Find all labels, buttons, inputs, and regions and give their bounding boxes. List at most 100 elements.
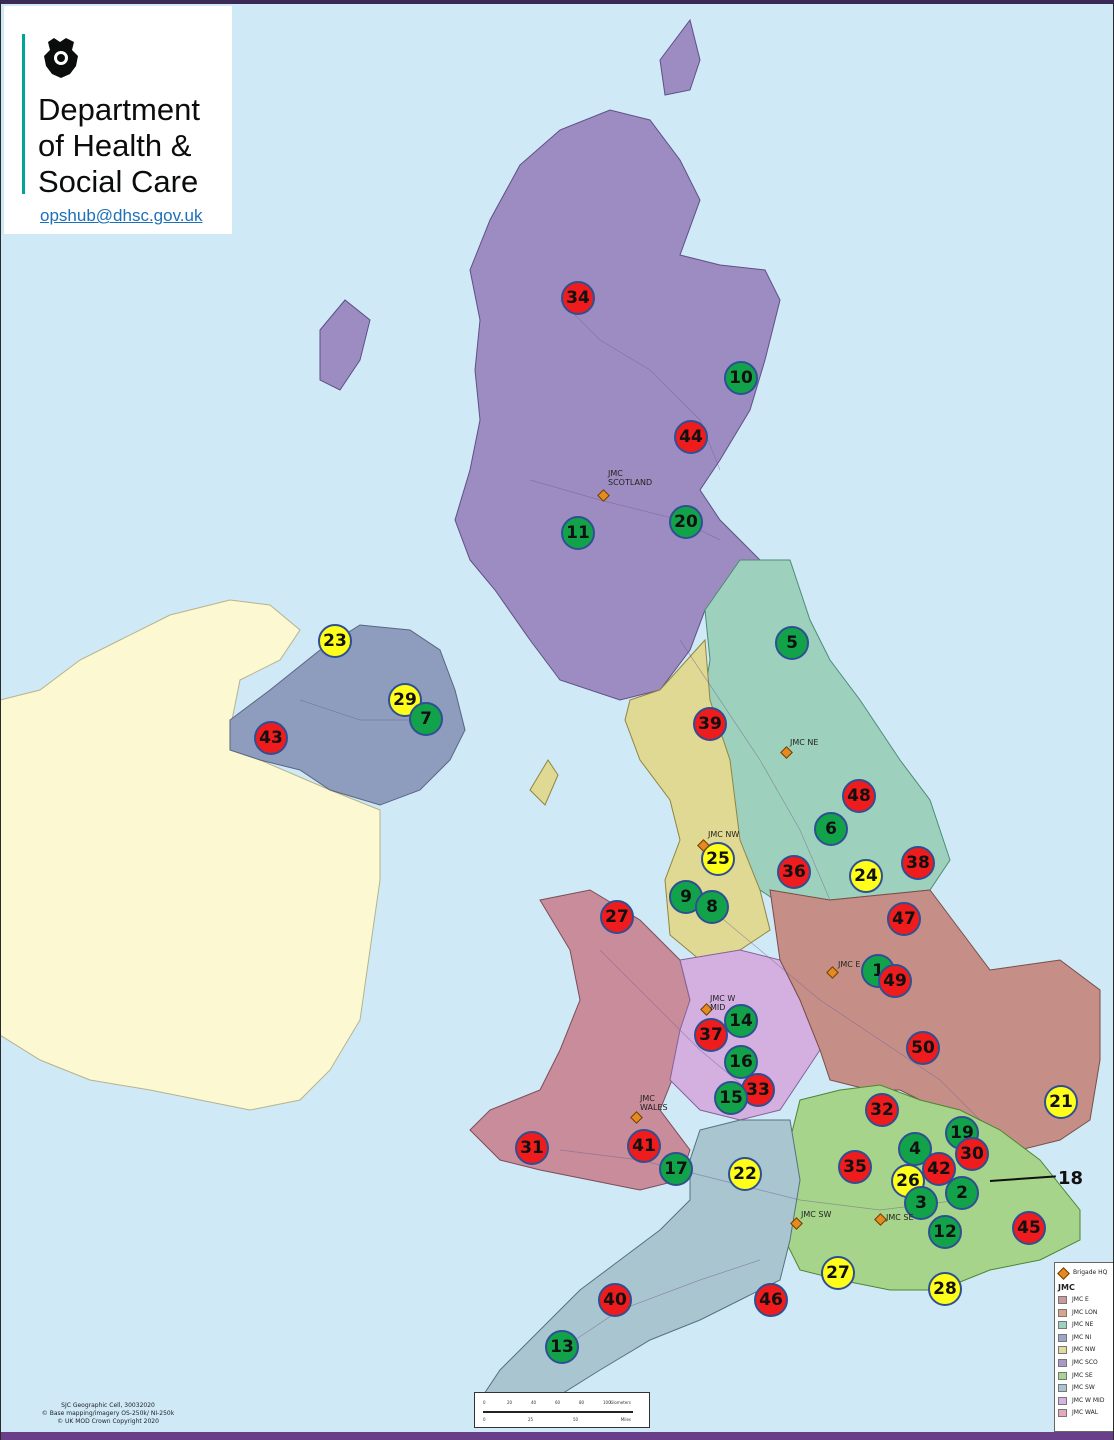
site-marker-20[interactable]: 20 — [669, 505, 703, 539]
region-east — [769, 889, 1101, 1151]
site-marker-21[interactable]: 21 — [1044, 1085, 1078, 1119]
site-marker-37[interactable]: 37 — [694, 1018, 728, 1052]
hq-label: JMC SCOTLAND — [608, 469, 653, 487]
site-marker-23[interactable]: 23 — [318, 624, 352, 658]
site-marker-5[interactable]: 5 — [775, 626, 809, 660]
site-marker-46[interactable]: 46 — [754, 1283, 788, 1317]
legend-label: JMC NE — [1072, 1321, 1094, 1329]
legend-label: JMC NI — [1072, 1333, 1092, 1341]
site-marker-12[interactable]: 12 — [928, 1215, 962, 1249]
brigade-hq-icon — [1057, 1267, 1070, 1280]
royal-crest-icon — [44, 38, 78, 78]
site-marker-29[interactable]: 29 — [388, 683, 422, 717]
site-marker-35[interactable]: 35 — [838, 1150, 872, 1184]
map-legend: Brigade HQ JMC JMC E JMC LON JMC NE JMC NI J… — [1054, 1262, 1114, 1432]
scale-tick: 50 — [573, 1417, 579, 1422]
site-marker-24[interactable]: 24 — [849, 859, 883, 893]
hq-label: JMC WALES — [640, 1094, 668, 1112]
site-marker-30[interactable]: 30 — [955, 1137, 989, 1171]
legend-label: JMC WAL — [1072, 1409, 1099, 1417]
site-marker-40[interactable]: 40 — [598, 1283, 632, 1317]
ops-hub-email-link[interactable]: opshub@dhsc.gov.uk — [40, 206, 203, 225]
scale-tick: 20 — [507, 1400, 513, 1405]
credit-line-1: SJC Geographic Cell, 30032020 — [61, 1402, 155, 1409]
site-marker-28[interactable]: 28 — [928, 1272, 962, 1306]
site-marker-44[interactable]: 44 — [674, 420, 708, 454]
km-unit: Kilometers — [609, 1400, 631, 1405]
site-marker-17[interactable]: 17 — [659, 1152, 693, 1186]
scale-tick: 100 — [603, 1400, 611, 1405]
region-scotland-islands-north — [659, 18, 701, 96]
site-marker-22[interactable]: 22 — [728, 1157, 762, 1191]
site-marker-43[interactable]: 43 — [254, 721, 288, 755]
region-scotland-islands — [319, 299, 371, 391]
legend-label: JMC NW — [1072, 1346, 1096, 1354]
logo-accent-rule — [22, 34, 25, 194]
site-marker-50[interactable]: 50 — [906, 1031, 940, 1065]
site-marker-27[interactable]: 27 — [600, 900, 634, 934]
site-marker-25[interactable]: 25 — [701, 842, 735, 876]
site-marker-10[interactable]: 10 — [724, 361, 758, 395]
credit-line-2: © Base mapping/imagery OS-250k/ NI-250k — [41, 1410, 175, 1417]
department-name-line-3: Social Care — [38, 164, 199, 199]
site-marker-41[interactable]: 41 — [627, 1129, 661, 1163]
legend-swatch — [1058, 1396, 1067, 1405]
department-name: Department of Health & Social Care — [38, 92, 228, 200]
legend-swatch — [1058, 1296, 1067, 1304]
site-marker-11[interactable]: 11 — [561, 516, 595, 550]
legend-title: JMC — [1058, 1283, 1075, 1292]
hq-label: JMC W MID — [710, 994, 736, 1012]
scale-tick: 80 — [579, 1400, 585, 1405]
site-marker-6[interactable]: 6 — [814, 812, 848, 846]
hq-label: JMC SE — [886, 1213, 914, 1222]
site-marker-8[interactable]: 8 — [695, 890, 729, 924]
site-marker-34[interactable]: 34 — [561, 281, 595, 315]
site-marker-38[interactable]: 38 — [901, 846, 935, 880]
legend-swatch — [1058, 1384, 1067, 1393]
hq-label: JMC NW — [708, 830, 740, 839]
site-marker-48[interactable]: 48 — [842, 779, 876, 813]
site-marker-7[interactable]: 7 — [409, 702, 443, 736]
legend-label: JMC LON — [1072, 1308, 1098, 1316]
scale-tick: 60 — [555, 1400, 561, 1405]
bottom-strip — [0, 1432, 1114, 1440]
legend-hq-label: Brigade HQ — [1073, 1269, 1108, 1276]
mile-unit: Miles — [620, 1417, 631, 1422]
callout-label-18: 18 — [1058, 1168, 1084, 1189]
site-marker-32[interactable]: 32 — [865, 1093, 899, 1127]
hq-label: JMC NE — [790, 738, 819, 747]
department-name-line-2: of Health & — [38, 128, 192, 163]
legend-label: JMC E — [1072, 1296, 1089, 1303]
site-marker-27[interactable]: 27 — [821, 1256, 855, 1290]
scale-tick: 25 — [528, 1417, 534, 1422]
site-marker-45[interactable]: 45 — [1012, 1211, 1046, 1245]
scale-tick: 0 — [483, 1400, 486, 1405]
site-marker-2[interactable]: 2 — [945, 1176, 979, 1210]
scale-bar-line — [483, 1411, 633, 1413]
hq-label: JMC SW — [801, 1210, 832, 1219]
map-credits: SJC Geographic Cell, 30032020 © Base map… — [18, 1402, 198, 1426]
legend-swatch — [1058, 1358, 1067, 1367]
legend-label: JMC SCO — [1072, 1358, 1098, 1366]
hq-label: JMC E — [838, 960, 861, 969]
site-marker-36[interactable]: 36 — [777, 855, 811, 889]
dhsc-logo-panel: Department of Health & Social Care opshu… — [4, 6, 232, 234]
department-name-line-1: Department — [38, 92, 200, 127]
ireland — [0, 599, 381, 1111]
site-marker-14[interactable]: 14 — [724, 1004, 758, 1038]
mile-ticks: Miles 0 25 50 — [483, 1417, 633, 1425]
legend-swatch — [1058, 1308, 1067, 1317]
legend-swatch — [1058, 1409, 1067, 1418]
scale-tick: 0 — [483, 1417, 486, 1422]
site-marker-13[interactable]: 13 — [545, 1330, 579, 1364]
site-marker-49[interactable]: 49 — [878, 964, 912, 998]
site-marker-47[interactable]: 47 — [887, 902, 921, 936]
site-marker-3[interactable]: 3 — [904, 1186, 938, 1220]
site-marker-15[interactable]: 15 — [714, 1081, 748, 1115]
site-marker-31[interactable]: 31 — [515, 1131, 549, 1165]
site-marker-39[interactable]: 39 — [693, 707, 727, 741]
